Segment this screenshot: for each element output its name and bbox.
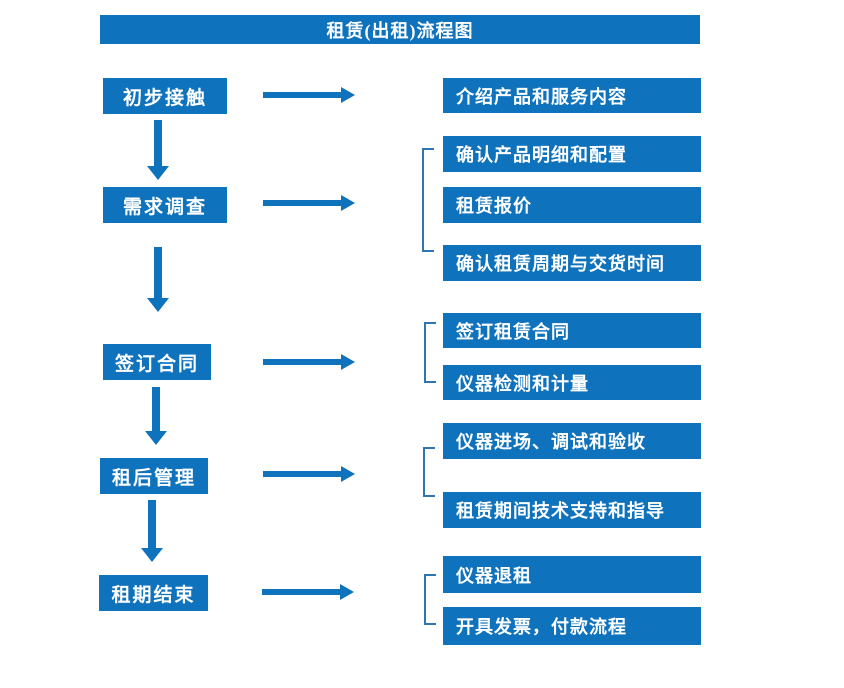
detail-box-rental-quote: 租赁报价 — [443, 187, 701, 223]
detail-box-invoice-payment: 开具发票，付款流程 — [443, 607, 701, 645]
down-arrow-icon — [147, 120, 169, 180]
down-arrow-icon — [147, 247, 169, 312]
detail-box-introduce-products: 介绍产品和服务内容 — [443, 78, 701, 113]
page-title: 租赁(出租)流程图 — [100, 15, 700, 44]
step-box-lease-end: 租期结束 — [99, 575, 208, 611]
down-arrow-icon — [145, 387, 167, 445]
detail-box-instrument-return: 仪器退租 — [443, 556, 701, 593]
detail-box-sign-rental-contract: 签订租赁合同 — [443, 313, 701, 348]
detail-group-bracket — [424, 574, 436, 625]
detail-box-confirm-period-delivery: 确认租赁周期与交货时间 — [443, 245, 701, 281]
detail-box-instrument-inspection: 仪器检测和计量 — [443, 365, 701, 400]
down-arrow-icon — [141, 500, 163, 562]
step-box-sign-contract: 签订合同 — [103, 344, 211, 380]
detail-group-bracket — [423, 447, 435, 497]
detail-box-instrument-setup-acceptance: 仪器进场、调试和验收 — [443, 423, 701, 459]
detail-box-tech-support: 租赁期间技术支持和指导 — [443, 492, 701, 528]
detail-box-confirm-product-config: 确认产品明细和配置 — [443, 136, 701, 172]
detail-group-bracket — [422, 148, 434, 252]
step-box-needs-survey: 需求调查 — [103, 187, 227, 223]
step-box-initial-contact: 初步接触 — [103, 78, 227, 114]
step-box-post-rental-management: 租后管理 — [100, 458, 208, 494]
detail-group-bracket — [424, 322, 436, 383]
